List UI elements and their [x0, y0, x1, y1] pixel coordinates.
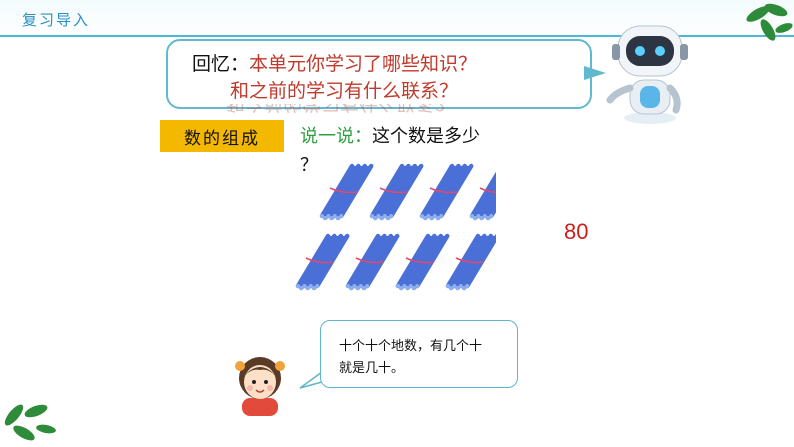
stick-bundle-icon: [419, 163, 474, 221]
recall-question-1: 本单元你学习了哪些知识？: [249, 53, 478, 75]
leaf-icon-bottom-left: [4, 404, 56, 441]
leaf-icon-top-right: [746, 3, 793, 41]
prompt-text: 这个数是多少: [372, 126, 480, 147]
hint-line-2: 就是几十。: [339, 361, 405, 376]
stick-bundle-icon: [345, 233, 400, 291]
stick-bundle-icon: [445, 233, 496, 291]
hint-line-1: 十个十个地数，有几个十: [339, 339, 483, 354]
hint-speech-bubble: 十个十个地数，有几个十 就是几十。: [320, 320, 518, 388]
topic-label: 数的组成: [160, 120, 284, 152]
stick-bundles: [295, 163, 496, 291]
prompt-question-mark: ？: [300, 155, 318, 176]
answer-value: 80: [564, 219, 589, 244]
robot-icon: [606, 25, 688, 124]
girl-avatar: [235, 357, 285, 416]
speech-bubble-tail: [584, 66, 606, 80]
stick-bundle-icon: [395, 233, 450, 291]
prompt: 说一说：这个数是多少: [300, 122, 480, 148]
recall-reflection: 和之前的学习有什么联系？: [226, 104, 454, 118]
recall-question-2: 和之前的学习有什么联系？: [230, 80, 459, 102]
recall-label: 回忆：: [192, 53, 250, 75]
prompt-label: 说一说：: [300, 126, 372, 147]
stick-bundle-icon: [295, 233, 350, 291]
stick-bundle-icon: [319, 163, 374, 221]
header-divider: [0, 35, 794, 37]
recall-speech-bubble: 回忆：本单元你学习了哪些知识？ 和之前的学习有什么联系？: [166, 39, 592, 109]
stick-bundle-icon: [369, 163, 424, 221]
section-title: 复习导入: [22, 11, 91, 29]
hint-bubble-tail: [299, 371, 323, 389]
stick-bundle-icon: [469, 171, 496, 221]
